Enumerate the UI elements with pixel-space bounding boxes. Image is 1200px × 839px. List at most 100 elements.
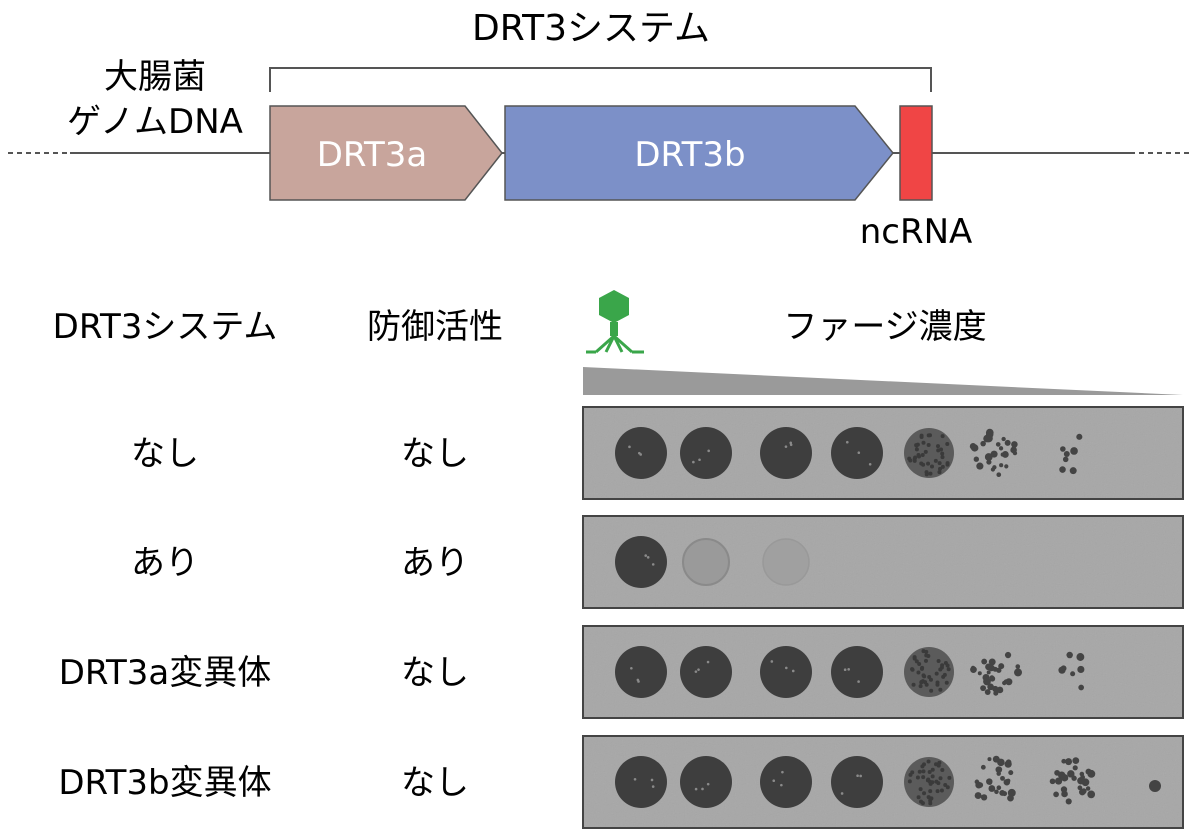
plaque-spot <box>760 646 812 698</box>
plaque-spot <box>615 646 667 698</box>
single-plaque <box>995 766 1003 773</box>
plaque-speck <box>694 787 698 791</box>
plaque-speck <box>845 440 849 444</box>
host-label-line1: 大腸菌 <box>104 57 206 97</box>
single-plaque <box>994 789 999 795</box>
single-plaque <box>1004 439 1011 446</box>
plaque-speck <box>917 769 922 774</box>
single-plaque <box>1080 774 1086 780</box>
plaque-speck <box>938 667 943 672</box>
plaque-speck <box>926 433 931 438</box>
plaque-speck <box>938 466 943 471</box>
single-plaque <box>985 663 992 671</box>
single-plaque <box>992 685 999 692</box>
single-plaque <box>988 658 996 666</box>
single-plaque <box>1070 671 1076 677</box>
plaque-speck <box>847 668 850 671</box>
plaque-spot <box>831 646 883 698</box>
assay-rows: なしなしありありDRT3a変異体なしDRT3b変異体なし <box>58 406 1184 829</box>
single-plaque <box>995 442 1001 447</box>
plaque-speck <box>913 455 918 460</box>
plaque-speck <box>929 688 934 693</box>
single-plaque <box>1070 447 1078 455</box>
plaque-speck <box>926 461 931 466</box>
header-phage-concentration: ファージ濃度 <box>783 307 986 347</box>
plaque-spot <box>831 427 883 479</box>
single-plaque <box>992 465 997 470</box>
header-system: DRT3システム <box>53 307 278 347</box>
plaque-speck <box>921 462 926 467</box>
assay-row: なしなし <box>131 406 1184 500</box>
plaque-speck <box>940 434 945 439</box>
single-plaque <box>1067 770 1075 778</box>
ncrna-block <box>899 105 933 201</box>
single-plaque <box>1010 446 1017 454</box>
plaque-speck <box>916 670 921 675</box>
single-plaque <box>1087 769 1096 778</box>
plaque-speck <box>651 563 655 566</box>
plaque-speck <box>868 462 872 466</box>
single-plaque <box>974 792 982 800</box>
plaque-speck <box>938 687 943 692</box>
plaque-speck <box>914 447 919 452</box>
plaque-speck <box>921 440 926 445</box>
plaque-speck <box>916 452 921 457</box>
single-plaque <box>969 443 977 450</box>
plaque-speck <box>922 674 927 679</box>
plaque-speck <box>651 785 655 788</box>
single-plaque <box>996 472 1002 478</box>
single-plaque <box>986 459 992 465</box>
plaque-speck <box>935 444 940 449</box>
plaque-speck <box>923 658 928 663</box>
single-plaque <box>999 789 1006 796</box>
single-plaque <box>984 689 991 695</box>
single-plaque <box>984 434 993 443</box>
single-plaque <box>987 780 993 785</box>
plaque-speck <box>929 464 934 469</box>
plaque-speck <box>936 658 941 663</box>
single-plaque <box>1059 466 1066 473</box>
single-plaque <box>981 658 988 665</box>
plaque-speck <box>937 470 942 475</box>
plaque-speck <box>791 669 795 673</box>
single-plaque <box>982 673 990 682</box>
single-plaque <box>992 666 998 672</box>
single-plaque <box>998 446 1004 451</box>
plaque-speck <box>789 441 793 445</box>
plaque-speck <box>840 792 844 795</box>
plaque-speck <box>936 763 941 768</box>
gene-drt3b-label: DRT3b <box>634 135 745 175</box>
single-plaque <box>1087 790 1096 799</box>
plaque-speck <box>926 443 931 448</box>
plaque-speck <box>646 556 650 559</box>
single-plaque <box>970 666 977 673</box>
single-plaque <box>988 785 996 792</box>
plaque-speck <box>927 769 932 774</box>
single-plaque <box>989 675 996 682</box>
single-plaque <box>1060 446 1066 452</box>
gene-drt3a-arrow <box>269 105 503 201</box>
single-plaque <box>1004 651 1012 659</box>
single-plaque <box>1078 684 1085 691</box>
host-label-line2: ゲノムDNA <box>67 102 243 142</box>
plaque-speck <box>918 787 923 792</box>
single-plaque <box>1061 790 1068 798</box>
plaque-speck <box>945 785 950 790</box>
single-plaque <box>992 755 1000 763</box>
single-plaque <box>1001 436 1006 442</box>
plaque-speck <box>694 670 698 673</box>
single-plaque <box>1077 665 1085 673</box>
plaque-speck <box>915 775 920 780</box>
gene-drt3a-label: DRT3a <box>317 135 428 175</box>
plaque-speck <box>698 458 701 462</box>
plaque-speck <box>919 433 924 438</box>
plaque-speck <box>918 684 923 689</box>
plaque-speck <box>917 661 922 666</box>
plaque-speck <box>947 775 952 780</box>
single-plaque <box>1000 452 1005 457</box>
single-plaque <box>1058 666 1066 674</box>
plaque-speck <box>920 764 925 769</box>
plaque-speck <box>780 783 783 787</box>
single-plaque <box>977 671 982 676</box>
plaque-speck <box>930 767 935 772</box>
